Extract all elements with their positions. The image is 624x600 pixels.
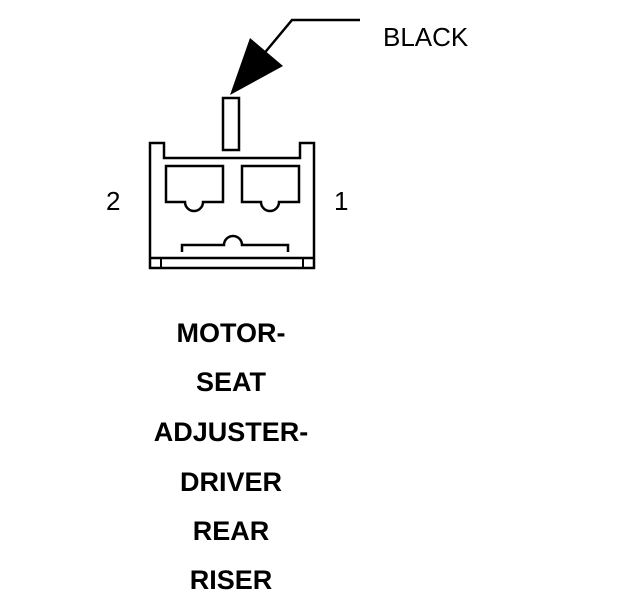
connector-body xyxy=(148,141,316,270)
wire-color-label: BLACK xyxy=(383,22,469,52)
cavity-pin-2 xyxy=(164,164,225,213)
component-title-line-2: SEAT xyxy=(195,367,266,397)
component-title-line-6: RISER xyxy=(189,565,273,595)
locking-tab xyxy=(180,234,290,252)
wire xyxy=(221,96,241,152)
pin-1-label: 1 xyxy=(334,186,349,216)
component-title-line-4: DRIVER xyxy=(179,467,282,497)
component-title-line-5: REAR xyxy=(192,516,270,546)
pin-2-label: 2 xyxy=(106,186,121,216)
callout-arrowhead xyxy=(230,38,283,95)
cavity-pin-1 xyxy=(240,164,301,213)
component-title-line-3: ADJUSTER- xyxy=(153,417,309,447)
callout-leader-line xyxy=(261,18,360,57)
component-title-line-1: MOTOR- xyxy=(176,318,286,348)
